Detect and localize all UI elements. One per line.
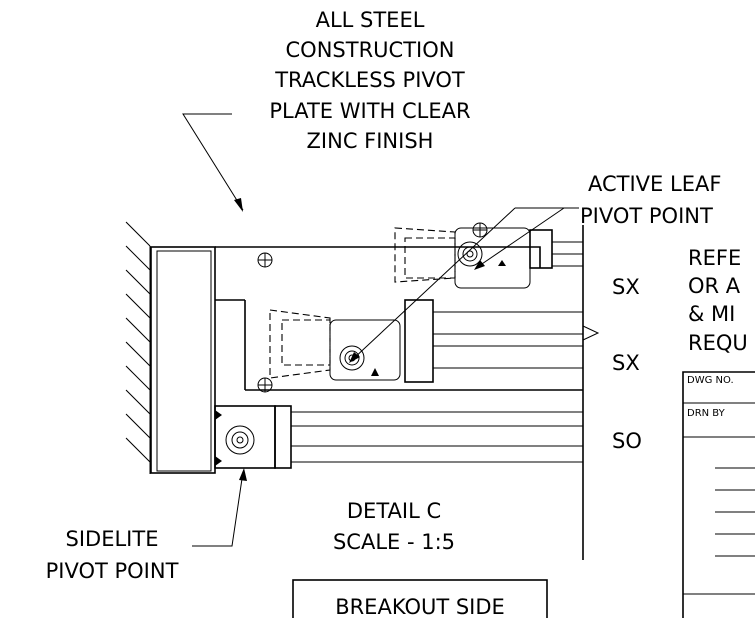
upper-pivot-outer xyxy=(457,241,483,267)
pivot-plate xyxy=(215,222,583,393)
sidelite-leader-line xyxy=(192,471,244,547)
upper-arm-hidden-box xyxy=(404,237,456,279)
door-label-middle: SX xyxy=(612,351,640,375)
hatch-line xyxy=(125,341,151,367)
door-label-upper: SX xyxy=(612,275,640,299)
screw-icon xyxy=(257,377,273,393)
active-leaf-leader-arrow-1 xyxy=(474,260,485,270)
hatch-line xyxy=(125,389,151,415)
steel-plate-leader xyxy=(182,113,244,212)
middle-pivot-center xyxy=(348,354,356,362)
upper-pivot-housing xyxy=(454,227,531,289)
upper-stop-marker xyxy=(498,260,506,266)
hatch-line xyxy=(125,437,151,463)
detail-scale: SCALE - 1:5 xyxy=(333,530,455,554)
breakout-box-label: BREAKOUT SIDE xyxy=(335,595,505,618)
break-mark xyxy=(582,325,600,341)
breakout-box: BREAKOUT SIDE xyxy=(292,579,548,618)
detail-title: DETAIL C xyxy=(347,499,441,523)
upper-pivot-center xyxy=(466,250,474,258)
hatch-line xyxy=(125,293,151,319)
sidelite-leader-arrow xyxy=(239,468,247,481)
sidelite-stop-marker xyxy=(215,456,222,466)
door-label-lower: SO xyxy=(612,429,642,453)
steel-plate-callout: ALL STEEL CONSTRUCTION TRACKLESS PIVOT P… xyxy=(269,8,470,153)
screw-icon xyxy=(472,222,488,238)
hatch-line xyxy=(125,413,151,439)
active-leaf-leader-1 xyxy=(475,207,565,269)
middle-arm-hidden-box xyxy=(281,319,331,366)
steel-plate-leader-line xyxy=(182,113,244,211)
steel-plate-callout-line-5: ZINC FINISH xyxy=(307,129,434,153)
middle-pivot-inner xyxy=(344,350,360,366)
upper-pivot-inner xyxy=(462,246,478,262)
reference-note-line-3: & MI xyxy=(688,302,735,326)
sidelite-pivot-inner xyxy=(231,431,249,449)
middle-leaf xyxy=(269,299,600,383)
active-leaf-leader-2 xyxy=(351,207,516,361)
sidelite-pivot-housing xyxy=(214,405,276,469)
middle-arm-hidden xyxy=(269,309,331,379)
middle-pivot-housing xyxy=(329,319,401,381)
active-leaf-callout: ACTIVE LEAF PIVOT POINT xyxy=(580,172,721,228)
drn-by-label: DRN BY xyxy=(687,408,726,419)
breakout-box-outline xyxy=(292,579,548,618)
hatch-line xyxy=(125,245,151,271)
middle-stop-marker xyxy=(371,368,379,376)
hatch-line xyxy=(125,365,151,391)
sidelite-callout: SIDELITE PIVOT POINT xyxy=(46,468,247,583)
middle-rail xyxy=(404,299,434,383)
sidelite-callout-line-2: PIVOT POINT xyxy=(46,559,179,583)
steel-plate-callout-line-4: PLATE WITH CLEAR xyxy=(269,99,470,123)
sidelite-rail xyxy=(274,405,292,469)
dwg-no-label: DWG NO. xyxy=(687,375,734,386)
active-leaf-callout-line-1: ACTIVE LEAF xyxy=(588,172,721,196)
sidelite-stop-marker xyxy=(215,410,222,420)
reference-note-line-1: REFE xyxy=(688,246,741,270)
jamb-frame xyxy=(150,246,216,474)
hatch-line xyxy=(125,269,151,295)
upper-arm-hidden xyxy=(394,227,456,283)
sidelite-pivot-outer xyxy=(225,425,255,455)
steel-plate-callout-line-3: TRACKLESS PIVOT xyxy=(274,68,465,92)
reference-note-line-2: OR A xyxy=(688,274,741,298)
sidelite-callout-line-1: SIDELITE xyxy=(66,527,159,551)
wall-hatch xyxy=(125,221,151,474)
sidelite-pivot-center xyxy=(236,436,244,444)
active-leaf-callout-line-2: PIVOT POINT xyxy=(580,204,713,228)
reference-note-line-4: REQU xyxy=(688,331,748,355)
hatch-line xyxy=(125,221,151,247)
reference-note: REFE OR A & MI REQU xyxy=(688,246,748,355)
title-block: DWG NO. DRN BY xyxy=(682,371,755,618)
middle-pivot-outer xyxy=(339,345,365,371)
sidelite-leaf xyxy=(214,405,583,469)
steel-plate-callout-line-2: CONSTRUCTION xyxy=(286,38,455,62)
jamb-outer xyxy=(150,246,216,474)
upper-rail xyxy=(529,229,553,269)
active-leaf-leaders xyxy=(349,207,579,363)
jamb-inner xyxy=(156,250,212,472)
title-block-border xyxy=(682,371,755,618)
screw-icon xyxy=(257,252,273,268)
steel-plate-callout-line-1: ALL STEEL xyxy=(316,8,425,32)
upper-leaf xyxy=(394,225,584,560)
hatch-line xyxy=(125,317,151,343)
pivot-plate-outline xyxy=(215,246,541,268)
steel-plate-leader-arrow xyxy=(234,198,243,212)
